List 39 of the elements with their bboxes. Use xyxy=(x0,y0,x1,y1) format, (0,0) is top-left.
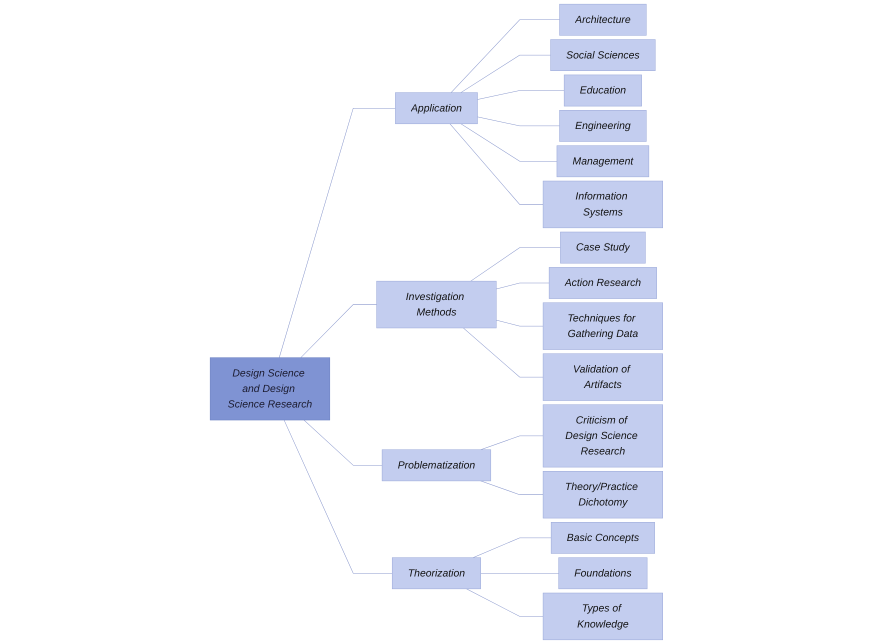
connector xyxy=(300,304,376,358)
node-box: Application xyxy=(394,92,478,124)
node-box: Information Systems xyxy=(542,180,663,228)
node-box: Foundations xyxy=(558,557,647,590)
connector xyxy=(449,124,543,205)
node-box: Types of Knowledge xyxy=(542,592,663,640)
connector xyxy=(278,108,396,358)
node-box: Engineering xyxy=(558,110,646,142)
node-box: Case Study xyxy=(560,232,646,264)
connector xyxy=(476,116,560,126)
connector xyxy=(480,436,543,450)
node-box: Social Sciences xyxy=(550,39,656,71)
connector xyxy=(466,588,543,617)
connector xyxy=(470,247,560,282)
node-box: Criticism of Design Science Research xyxy=(542,404,663,468)
connector xyxy=(480,480,543,495)
node-box: Basic Concepts xyxy=(550,522,654,554)
node-box: Validation of Artifacts xyxy=(542,353,663,401)
connector xyxy=(303,420,382,466)
node-box: Education xyxy=(563,74,642,106)
connector xyxy=(460,124,557,162)
node-box: Management xyxy=(556,145,649,178)
connector xyxy=(476,90,564,100)
connector xyxy=(480,572,558,574)
node-box: Techniques for Gathering Data xyxy=(542,302,663,350)
connector xyxy=(496,320,543,326)
connector xyxy=(496,282,549,290)
node-box: Theorization xyxy=(392,557,480,590)
node-box: Design Science and Design Science Research xyxy=(209,357,330,420)
connector xyxy=(472,538,551,558)
connector xyxy=(462,328,543,378)
node-box: Problematization xyxy=(381,449,491,482)
node-box: Architecture xyxy=(558,4,646,36)
connector xyxy=(450,20,560,93)
connector xyxy=(460,54,550,93)
node-box: Investigation Methods xyxy=(376,280,496,328)
connector xyxy=(283,420,392,574)
node-box: Action Research xyxy=(548,267,656,299)
node-box: Theory/Practice Dichotomy xyxy=(542,471,663,518)
